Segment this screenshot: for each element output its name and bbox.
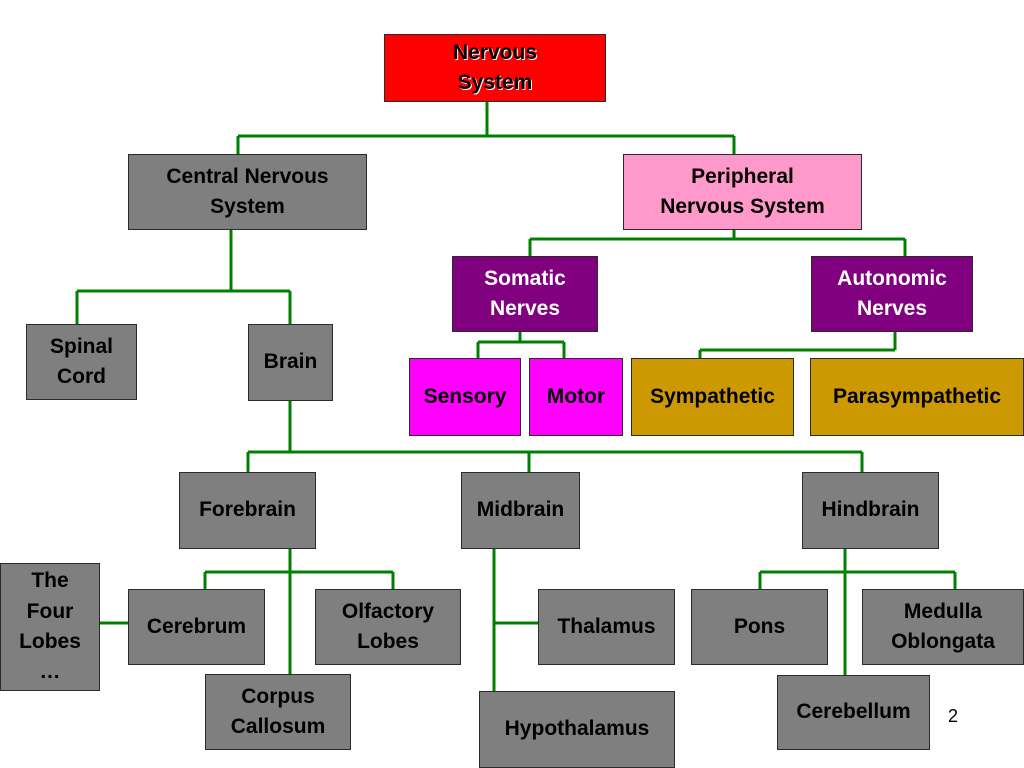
node-label: Corpus Callosum bbox=[230, 684, 326, 738]
node-label: Forebrain bbox=[199, 498, 296, 522]
node-label: Peripheral Nervous System bbox=[660, 164, 825, 218]
node-cerebrum: Cerebrum bbox=[128, 589, 265, 665]
node-brain: Brain bbox=[248, 324, 333, 401]
connector-cns bbox=[75, 230, 292, 324]
node-peripheral-nervous-system: Peripheral Nervous System bbox=[623, 154, 862, 230]
node-midbrain: Midbrain bbox=[461, 472, 580, 549]
node-spinal-cord: Spinal Cord bbox=[26, 324, 137, 400]
node-central-nervous-system: Central Nervous System bbox=[128, 154, 367, 230]
node-motor: Motor bbox=[529, 358, 623, 436]
node-four-lobes: The Four Lobes … bbox=[0, 563, 100, 691]
node-parasympathetic: Parasympathetic bbox=[810, 358, 1024, 436]
connector-autonomic bbox=[698, 332, 897, 358]
node-forebrain: Forebrain bbox=[179, 472, 316, 549]
node-label: Pons bbox=[733, 614, 786, 638]
node-somatic-nerves: Somatic Nerves bbox=[452, 256, 598, 332]
connector-midbrain bbox=[492, 549, 538, 691]
node-label: Sensory bbox=[423, 384, 507, 408]
node-hypothalamus: Hypothalamus bbox=[479, 691, 675, 768]
page-number: 2 bbox=[948, 706, 959, 726]
connector-somatic bbox=[476, 332, 566, 358]
node-nervous-system: Nervous System bbox=[384, 34, 606, 102]
node-label: Cerebellum bbox=[796, 700, 911, 724]
node-label: Hypothalamus bbox=[504, 717, 650, 741]
node-label: Thalamus bbox=[557, 614, 656, 638]
connector-hindbrain bbox=[758, 549, 957, 675]
node-corpus-callosum: Corpus Callosum bbox=[205, 674, 351, 750]
node-hindbrain: Hindbrain bbox=[802, 472, 939, 549]
node-label: Nervous System bbox=[452, 40, 538, 94]
node-label: Hindbrain bbox=[821, 498, 920, 522]
connector-forebrain bbox=[203, 549, 395, 674]
node-cerebellum: Cerebellum bbox=[777, 675, 930, 750]
node-label: Spinal Cord bbox=[49, 334, 113, 388]
node-autonomic-nerves: Autonomic Nerves bbox=[811, 256, 973, 332]
node-label: Sympathetic bbox=[650, 384, 775, 408]
node-label: Autonomic Nerves bbox=[837, 266, 947, 320]
connector-root bbox=[236, 102, 736, 154]
connector-brain bbox=[246, 401, 864, 472]
node-label: Cerebrum bbox=[146, 614, 247, 638]
node-label: Somatic Nerves bbox=[484, 266, 566, 320]
node-olfactory-lobes: Olfactory Lobes bbox=[315, 589, 461, 665]
node-sympathetic: Sympathetic bbox=[631, 358, 794, 436]
node-label: Olfactory Lobes bbox=[341, 599, 435, 653]
connector-pns bbox=[528, 230, 907, 256]
node-label: Parasympathetic bbox=[832, 384, 1002, 408]
node-label: Motor bbox=[546, 384, 606, 408]
node-label: Brain bbox=[263, 350, 318, 373]
node-medulla-oblongata: Medulla Oblongata bbox=[862, 589, 1024, 665]
node-thalamus: Thalamus bbox=[538, 589, 675, 665]
node-label: Midbrain bbox=[476, 498, 565, 522]
node-pons: Pons bbox=[691, 589, 828, 665]
node-label: Central Nervous System bbox=[166, 164, 329, 218]
node-sensory: Sensory bbox=[409, 358, 521, 436]
node-label: The Four Lobes … bbox=[19, 569, 81, 684]
node-label: Medulla Oblongata bbox=[891, 599, 995, 653]
